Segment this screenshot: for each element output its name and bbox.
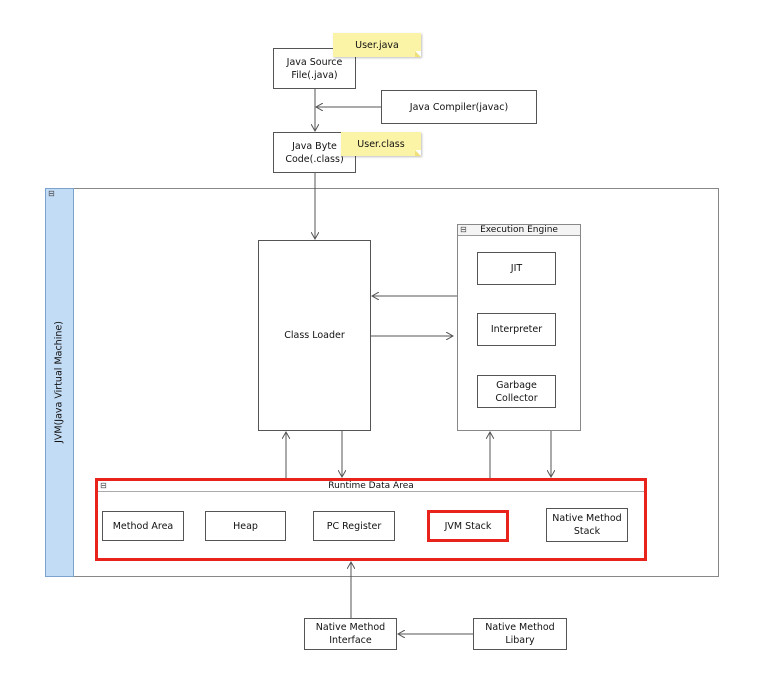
runtime-data-area-frame[interactable]: ⊟ Runtime Data Area [95,478,647,561]
user-java-note[interactable]: User.java [333,33,421,57]
native-method-interface-node[interactable]: Native Method Interface [304,618,397,650]
garbage-collector-label: Garbage Collector [495,379,538,404]
runtime-data-area-label: Runtime Data Area [328,481,414,491]
method-area-label: Method Area [112,520,174,532]
native-method-interface-label: Native Method Interface [315,622,386,646]
interpreter-node[interactable]: Interpreter [477,313,556,346]
collapse-icon[interactable]: ⊟ [460,225,467,234]
java-source-file-label: Java Source File(.java) [286,56,343,81]
jvm-stack-label: JVM Stack [444,520,492,532]
java-compiler-node[interactable]: Java Compiler(javac) [381,90,537,124]
interpreter-label: Interpreter [490,324,543,335]
execution-engine-title: ⊟ Execution Engine [458,225,580,236]
jvm-stack-node[interactable]: JVM Stack [427,510,509,542]
collapse-icon[interactable]: ⊟ [100,481,107,490]
native-method-library-node[interactable]: Native Method Libary [473,618,567,650]
java-compiler-label: Java Compiler(javac) [409,101,509,113]
java-source-file-node[interactable]: Java Source File(.java) [273,48,356,89]
heap-label: Heap [233,520,258,532]
runtime-data-area-title: ⊟ Runtime Data Area [98,481,644,492]
jit-node[interactable]: JIT [477,252,556,285]
collapse-icon[interactable]: ⊟ [48,189,55,198]
pc-register-node[interactable]: PC Register [313,511,395,541]
pc-register-label: PC Register [326,520,382,532]
class-loader-label: Class Loader [284,330,345,341]
java-byte-code-label: Java Byte Code(.class) [285,140,344,165]
heap-node[interactable]: Heap [205,511,286,541]
jvm-side-band: ⊟ [45,188,74,577]
user-java-note-label: User.java [355,39,399,51]
native-method-library-label: Native Method Libary [485,622,555,646]
method-area-node[interactable]: Method Area [102,511,184,541]
class-loader-node[interactable]: Class Loader [258,240,371,431]
execution-engine-label: Execution Engine [480,225,558,235]
user-class-note-label: User.class [357,138,405,150]
execution-engine-frame[interactable]: ⊟ Execution Engine [457,224,581,431]
native-method-stack-node[interactable]: Native Method Stack [546,508,628,542]
jit-label: JIT [510,263,523,274]
user-class-note[interactable]: User.class [341,132,421,156]
native-method-stack-label: Native Method Stack [552,513,622,537]
garbage-collector-node[interactable]: Garbage Collector [477,375,556,408]
